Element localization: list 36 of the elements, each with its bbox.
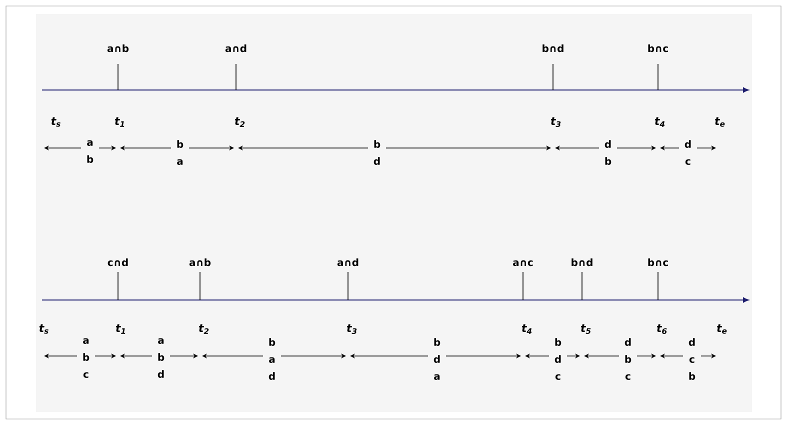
- time-label: t$_{2}$: [198, 324, 209, 334]
- set-intersection-label: a∩d: [225, 44, 246, 52]
- interval-label: d c b: [687, 337, 697, 381]
- time-label: t$_{1}$: [114, 117, 124, 127]
- set-intersection-label: b∩d: [572, 258, 592, 266]
- time-label: t$_{1}$: [116, 324, 126, 334]
- set-intersection-label: a∩b: [189, 258, 211, 266]
- set-intersection-label: a∩b: [107, 44, 129, 52]
- set-intersection-label: a∩d: [337, 258, 358, 266]
- time-label: t$_{3}$: [346, 324, 357, 334]
- interval-label: a b: [85, 139, 95, 164]
- interval-label: b a: [175, 139, 185, 166]
- interval-label: b d: [372, 139, 382, 166]
- interval-label: b d a: [432, 337, 442, 381]
- time-label: t$_{2}$: [234, 117, 245, 127]
- set-intersection-label: c∩d: [108, 258, 128, 266]
- interval-label: a b d: [156, 337, 166, 379]
- time-label: t$_{3}$: [550, 117, 561, 128]
- interval-label: b d c: [553, 337, 563, 381]
- time-label: t$_{4}$: [654, 117, 665, 127]
- time-label: t$_{5}$: [580, 324, 591, 334]
- time-label: t$_{e}$: [714, 117, 725, 127]
- interval-label: d b c: [623, 337, 633, 381]
- interval-label: d c: [683, 139, 693, 166]
- time-label: t$_{4}$: [522, 324, 532, 334]
- interval-label: a b c: [81, 337, 91, 379]
- time-label: t$_{s}$: [39, 324, 48, 334]
- set-intersection-label: b∩d: [542, 44, 564, 52]
- interval-label: d b: [603, 139, 613, 166]
- set-intersection-label: b∩c: [648, 44, 668, 52]
- time-label: t$_{s}$: [51, 117, 60, 127]
- time-label: t$_{e}$: [716, 324, 727, 334]
- interval-label: b a d: [267, 337, 277, 381]
- set-intersection-label: a∩c: [513, 260, 533, 266]
- time-label: t$_{6}$: [656, 324, 667, 334]
- set-intersection-label: b∩c: [648, 258, 668, 266]
